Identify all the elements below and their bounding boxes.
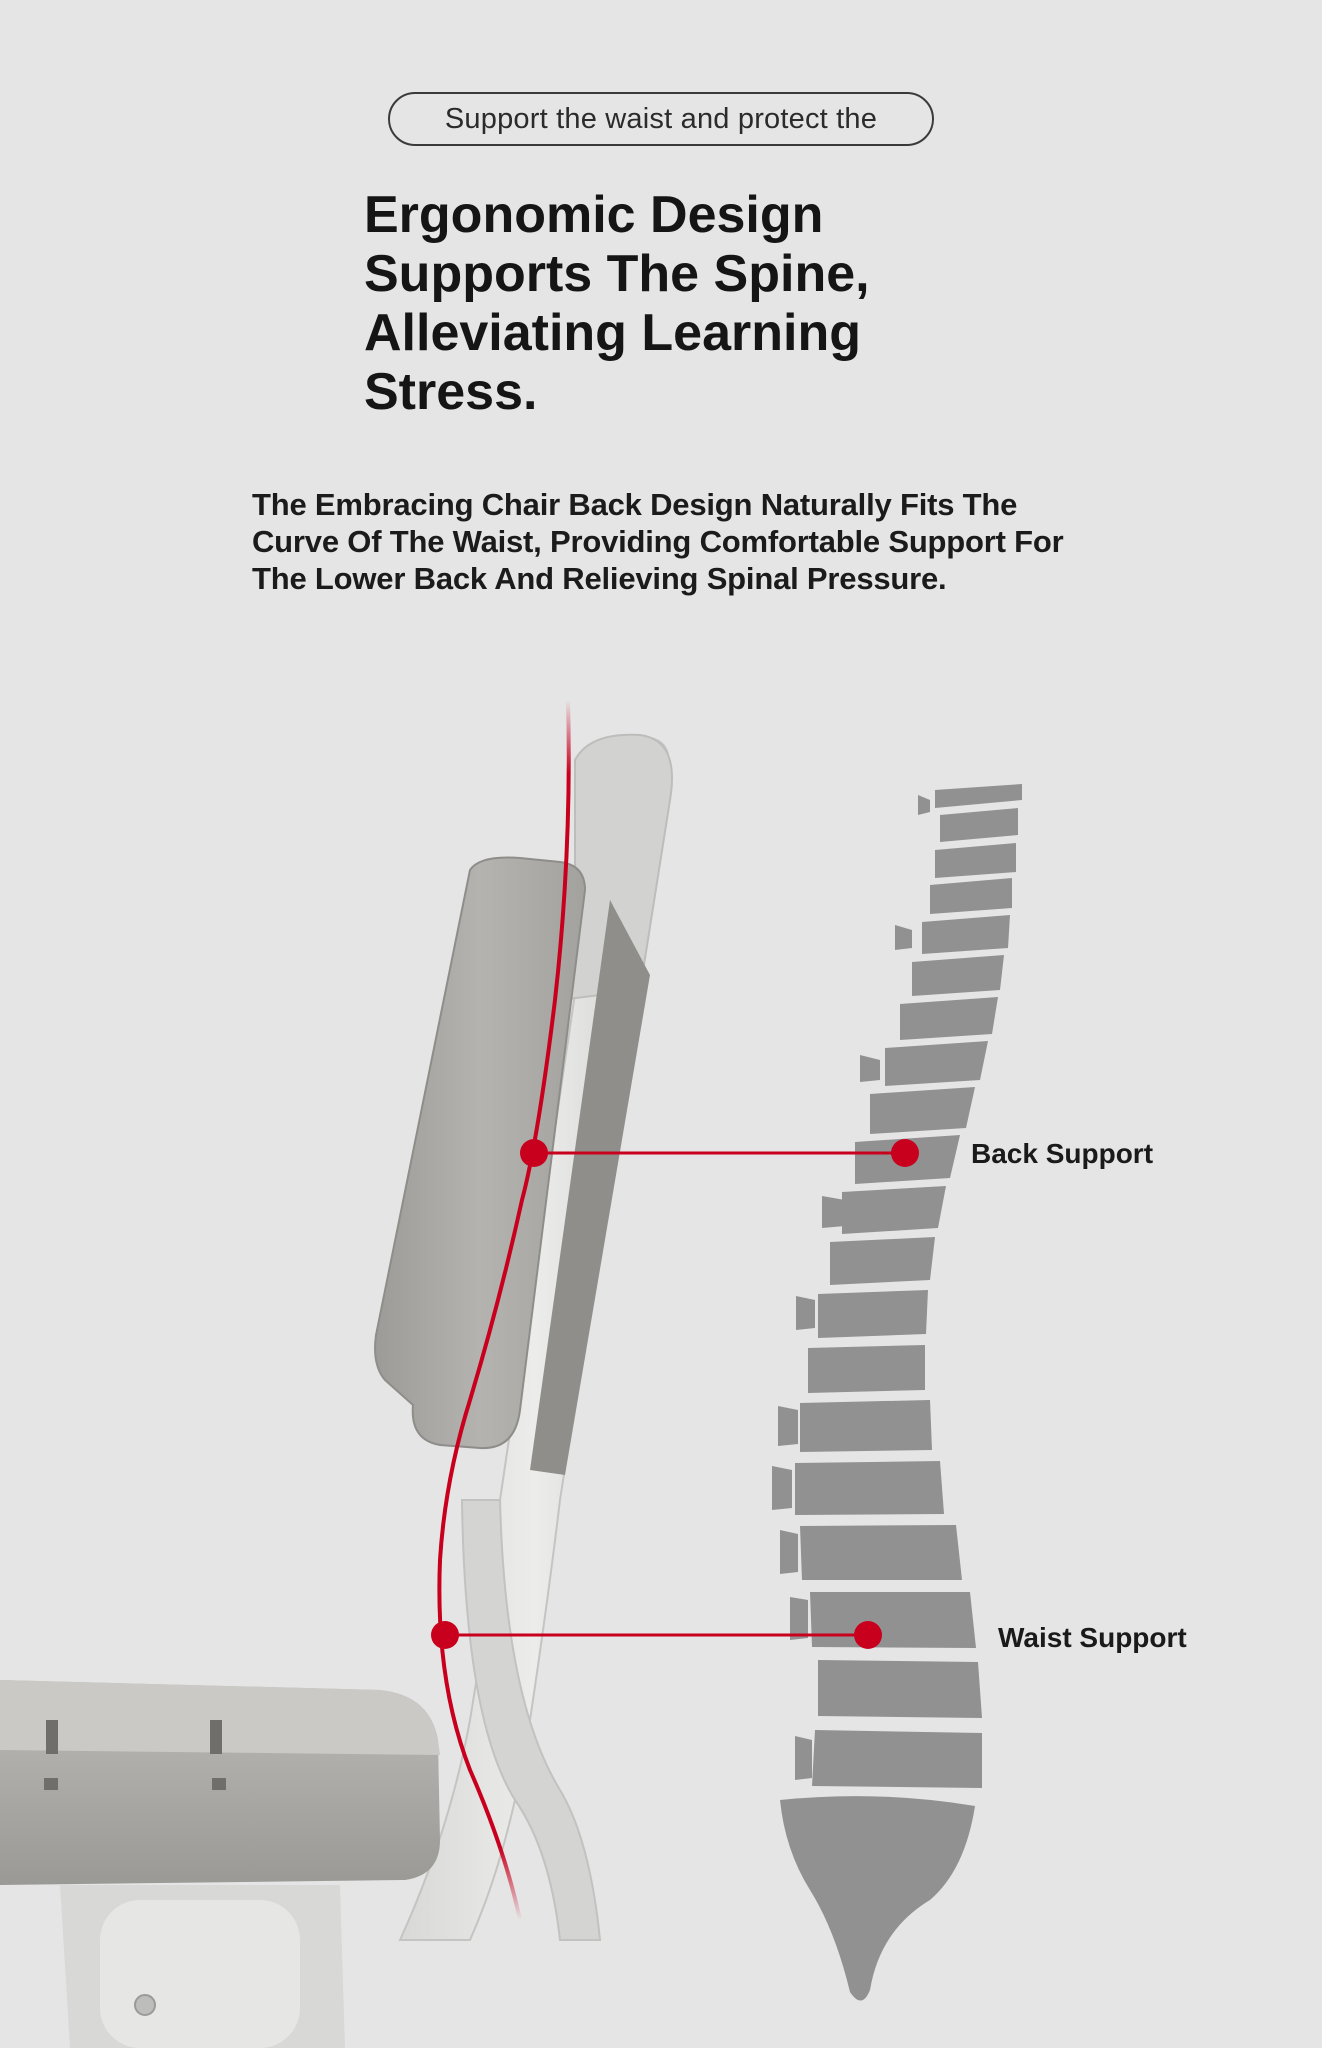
back-support-callout: [520, 1139, 919, 1167]
chair-back-panel: [530, 900, 650, 1475]
chair-rear-leg: [460, 1499, 602, 1941]
back-support-dot-spine: [891, 1139, 919, 1167]
spine-curve-line: [437, 699, 571, 1921]
waist-support-dot-chair: [431, 1621, 459, 1649]
back-support-dot-chair: [520, 1139, 548, 1167]
chair-illustration: [0, 733, 673, 2048]
tagline-text: Support the waist and protect the: [444, 102, 878, 135]
description-text: The Embracing Chair Back Design Naturall…: [252, 487, 1064, 596]
chair-back-cushion: [374, 856, 587, 1450]
seat-slot: [212, 1778, 226, 1790]
tagline-badge: Support the waist and protect the: [388, 92, 934, 146]
screw-icon: [134, 1994, 156, 2016]
headline: Ergonomic Design Supports The Spine, All…: [364, 186, 870, 421]
chair-back-top: [558, 733, 673, 1002]
seat-slot: [46, 1720, 58, 1754]
back-support-label: Back Support: [971, 1138, 1154, 1169]
waist-support-callout: [431, 1621, 882, 1649]
spine-illustration: [772, 784, 1022, 2001]
seat-slot: [44, 1778, 58, 1790]
waist-support-dot-spine: [854, 1621, 882, 1649]
seat-slot: [210, 1720, 222, 1754]
waist-support-label: Waist Support: [998, 1622, 1187, 1653]
